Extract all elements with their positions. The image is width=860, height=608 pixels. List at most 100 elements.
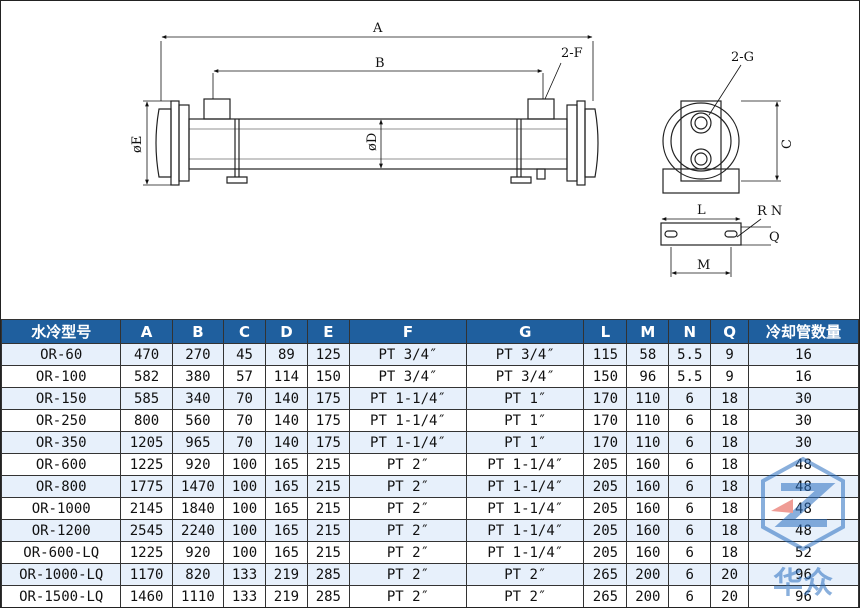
spec-cell: 18: [710, 409, 749, 432]
spec-cell: 219: [264, 585, 308, 607]
spec-cell: 2145: [120, 497, 173, 520]
spec-cell: 140: [264, 409, 308, 432]
spec-cell: 265: [583, 563, 628, 586]
model-cell: OR-1000: [1, 497, 122, 520]
spec-cell: 2240: [171, 519, 225, 542]
spec-cell: PT 1″: [466, 409, 585, 432]
spec-cell: 18: [710, 519, 749, 542]
model-cell: OR-350: [1, 431, 122, 454]
bottom-view-base: [660, 222, 742, 246]
spec-cell: 100: [223, 475, 266, 498]
spec-cell: 215: [306, 519, 350, 542]
spec-cell: PT 2″: [348, 453, 468, 476]
spec-cell: 215: [306, 453, 350, 476]
column-header: 冷却管数量: [747, 319, 859, 344]
model-cell: OR-1200: [1, 519, 122, 542]
model-cell: OR-1000-LQ: [1, 563, 122, 586]
spec-cell: 175: [306, 409, 350, 432]
spec-cell: 48: [747, 475, 859, 498]
spec-cell: 18: [710, 431, 749, 454]
spec-cell: PT 1-1/4″: [348, 409, 468, 432]
spec-cell: 30: [747, 409, 859, 432]
model-cell: OR-600-LQ: [1, 541, 122, 564]
right-flange-inner: [566, 104, 578, 182]
spec-cell: 380: [171, 365, 225, 388]
spec-cell: 20: [710, 585, 749, 607]
spec-cell: 6: [668, 563, 712, 586]
spec-cell: 582: [120, 365, 173, 388]
spec-cell: 285: [306, 585, 350, 607]
spec-cell: 125: [306, 343, 350, 366]
spec-cell: 96: [747, 585, 859, 607]
spec-cell: 9: [710, 343, 749, 366]
spec-cell: 70: [223, 431, 266, 454]
spec-cell: 96: [747, 563, 859, 586]
dim-label-2f: 2-F: [561, 46, 583, 61]
spec-cell: 1840: [171, 497, 225, 520]
column-header: E: [306, 319, 350, 344]
spec-cell: 1225: [120, 541, 173, 564]
spec-cell: 52: [747, 541, 859, 564]
spec-cell: 114: [264, 365, 308, 388]
spec-cell: 265: [583, 585, 628, 607]
spec-cell: 800: [120, 409, 173, 432]
spec-cell: 205: [583, 519, 628, 542]
spec-cell: 160: [626, 475, 670, 498]
column-header: G: [466, 319, 585, 344]
left-nozzle: [203, 98, 231, 120]
spec-cell: 165: [264, 541, 308, 564]
spec-cell: 89: [264, 343, 308, 366]
spec-cell: PT 1-1/4″: [348, 431, 468, 454]
spec-cell: PT 1″: [466, 387, 585, 410]
spec-cell: 160: [626, 519, 670, 542]
model-cell: OR-1500-LQ: [1, 585, 122, 607]
right-end-cap: [584, 108, 599, 178]
spec-cell: PT 3/4″: [348, 343, 468, 366]
column-header: N: [668, 319, 712, 344]
spec-cell: 30: [747, 431, 859, 454]
spec-cell: 2545: [120, 519, 173, 542]
spec-cell: 57: [223, 365, 266, 388]
spec-cell: 6: [668, 431, 712, 454]
dim-label-m: M: [697, 258, 710, 273]
spec-cell: PT 2″: [466, 563, 585, 586]
column-header: L: [583, 319, 628, 344]
spec-cell: 150: [583, 365, 628, 388]
spec-cell: 48: [747, 453, 859, 476]
column-header: C: [223, 319, 266, 344]
spec-cell: 18: [710, 387, 749, 410]
spec-cell: 165: [264, 475, 308, 498]
spec-cell: 470: [120, 343, 173, 366]
spec-cell: PT 2″: [348, 563, 468, 586]
model-cell: OR-600: [1, 453, 122, 476]
left-end-cap: [155, 108, 172, 178]
spec-cell: 215: [306, 541, 350, 564]
drawing-svg: A B 2-F 2-G øE øD C L R N Q M: [130, 21, 795, 277]
spec-cell: PT 2″: [348, 519, 468, 542]
spec-cell: 215: [306, 475, 350, 498]
spec-cell: 100: [223, 497, 266, 520]
column-header: M: [626, 319, 670, 344]
column-header: B: [171, 319, 225, 344]
spec-cell: 160: [626, 541, 670, 564]
spec-cell: 48: [747, 497, 859, 520]
spec-cell: 585: [120, 387, 173, 410]
dim-label-q: Q: [769, 230, 780, 245]
spec-cell: PT 1-1/4″: [466, 519, 585, 542]
technical-drawing: A B 2-F 2-G øE øD C L R N Q M: [1, 1, 859, 319]
dim-label-rn: R N: [757, 204, 782, 219]
spec-cell: 6: [668, 453, 712, 476]
spec-cell: 6: [668, 475, 712, 498]
spec-cell: 6: [668, 519, 712, 542]
end-view-base: [662, 168, 740, 194]
model-cell: OR-150: [1, 387, 122, 410]
column-header: A: [120, 319, 173, 344]
spec-cell: 175: [306, 431, 350, 454]
